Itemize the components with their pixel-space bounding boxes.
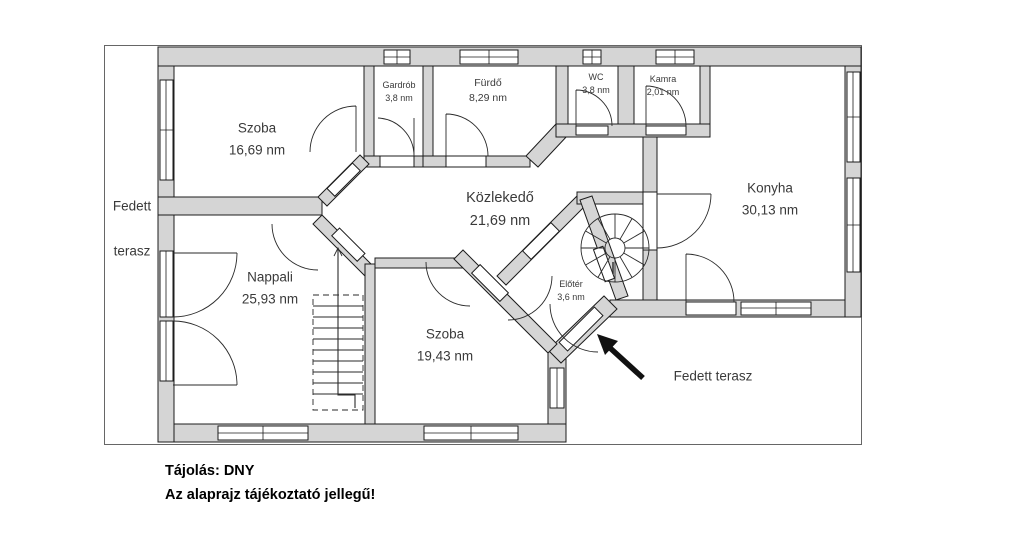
- terrace-left-label-line2: terasz: [113, 243, 151, 259]
- door-arc-konyha-terrace: [685, 253, 735, 303]
- staircase-spiral-icon: [580, 213, 650, 283]
- wall-szoba2-top: [374, 257, 464, 269]
- terrace-left-label-line1: Fedett: [112, 198, 152, 214]
- room-name: Előtér: [559, 278, 583, 289]
- wall-wc-kamra: [617, 65, 635, 125]
- room-area: 3,8 nm: [582, 85, 610, 95]
- room-name: Konyha: [747, 180, 793, 196]
- room-area: 3,6 nm: [557, 292, 585, 302]
- room-label-szoba-2: Szoba 19,43 nm: [417, 323, 473, 366]
- door-arc-szoba2: [425, 261, 471, 307]
- disclaimer-note: Az alaprajz tájékoztató jellegű!: [165, 487, 376, 503]
- room-name: Kamra: [649, 73, 677, 84]
- room-area: 2,01 nm: [646, 87, 680, 97]
- orientation-note: Tájolás: DNY: [165, 463, 255, 479]
- room-name: Szoba: [237, 120, 277, 136]
- door-arc-nappali-terrace-lower: [172, 320, 238, 386]
- door-panel-nappali-upper-icon: [159, 250, 174, 318]
- room-name: Szoba: [425, 326, 465, 342]
- staircase-straight-icon: [312, 246, 364, 411]
- door-konyha-terrace-icon: [685, 301, 737, 316]
- room-area: 21,69 nm: [469, 213, 531, 229]
- door-kamra-icon: [645, 125, 687, 136]
- room-name: Nappali: [247, 269, 293, 285]
- room-area: 19,43 nm: [416, 348, 474, 363]
- door-arcs-layer: [172, 85, 735, 386]
- room-area: 25,93 nm: [241, 291, 299, 306]
- room-area: 3,8 nm: [385, 93, 413, 103]
- door-arc-kamra: [645, 85, 687, 127]
- door-arc-wc: [575, 89, 613, 127]
- door-arc-eloter: [507, 275, 553, 321]
- door-arc-nappali-terrace-upper: [172, 252, 238, 318]
- wall-szoba1-bottom: [157, 196, 323, 216]
- windows-layer: [159, 49, 861, 441]
- wall-kamra-right: [699, 65, 711, 125]
- window-mullions: [160, 50, 860, 440]
- door-main-entrance-icon: [558, 306, 604, 352]
- door-furdo-icon: [445, 155, 487, 168]
- door-szoba1-icon: [326, 162, 361, 197]
- room-name: WC: [588, 71, 604, 82]
- door-arc-gardrob: [377, 117, 415, 157]
- door-szoba2-icon: [470, 263, 510, 303]
- room-area: 16,69 nm: [228, 142, 286, 157]
- door-wc-icon: [575, 125, 609, 136]
- room-label-nappali: Nappali 25,93 nm: [242, 266, 298, 309]
- room-label-kamra: Kamra 2,01 nm: [647, 73, 680, 99]
- walls-layer: [157, 46, 862, 443]
- room-label-eloter: Előtér 3,6 nm: [557, 278, 585, 304]
- wall-wc-left: [555, 65, 569, 125]
- room-name: Gardrób: [382, 79, 416, 90]
- room-label-wc: WC 3,8 nm: [582, 71, 610, 97]
- wall-kitchen-left-upper: [642, 136, 658, 193]
- door-arc-nappali: [271, 223, 319, 271]
- door-arc-szoba1: [309, 105, 357, 153]
- wall-kitchen-left-lower: [642, 249, 658, 301]
- entrance-arrow-icon: [597, 334, 645, 381]
- door-arc-furdo: [445, 113, 489, 157]
- wall-gardrob-furdo: [422, 65, 434, 157]
- room-label-furdo: Fürdő 8,29 nm: [469, 76, 507, 106]
- room-name: Fürdő: [474, 76, 502, 89]
- terrace-bottom-label: Fedett terasz: [673, 368, 753, 384]
- wall-szoba1-gardrob: [363, 65, 375, 157]
- wall-nappali-szoba2: [364, 263, 376, 425]
- door-konyha-icon: [642, 191, 658, 251]
- door-eloter-icon: [521, 221, 561, 261]
- door-arc-konyha: [656, 193, 712, 249]
- door-arc-entrance: [549, 303, 599, 353]
- room-area: 8,29 nm: [469, 92, 507, 104]
- room-area: 30,13 nm: [741, 202, 799, 217]
- room-label-kozlekedo: Közlekedő 21,69 nm: [466, 187, 534, 233]
- door-nappali-icon: [331, 227, 366, 262]
- room-label-konyha: Konyha 30,13 nm: [742, 177, 798, 220]
- door-panel-nappali-lower-icon: [159, 320, 174, 382]
- room-label-gardrob: Gardrób 3,8 nm: [382, 79, 415, 105]
- room-name: Közlekedő: [466, 189, 534, 206]
- door-gardrob-icon: [379, 155, 415, 168]
- room-label-szoba-1: Szoba 16,69 nm: [229, 117, 285, 160]
